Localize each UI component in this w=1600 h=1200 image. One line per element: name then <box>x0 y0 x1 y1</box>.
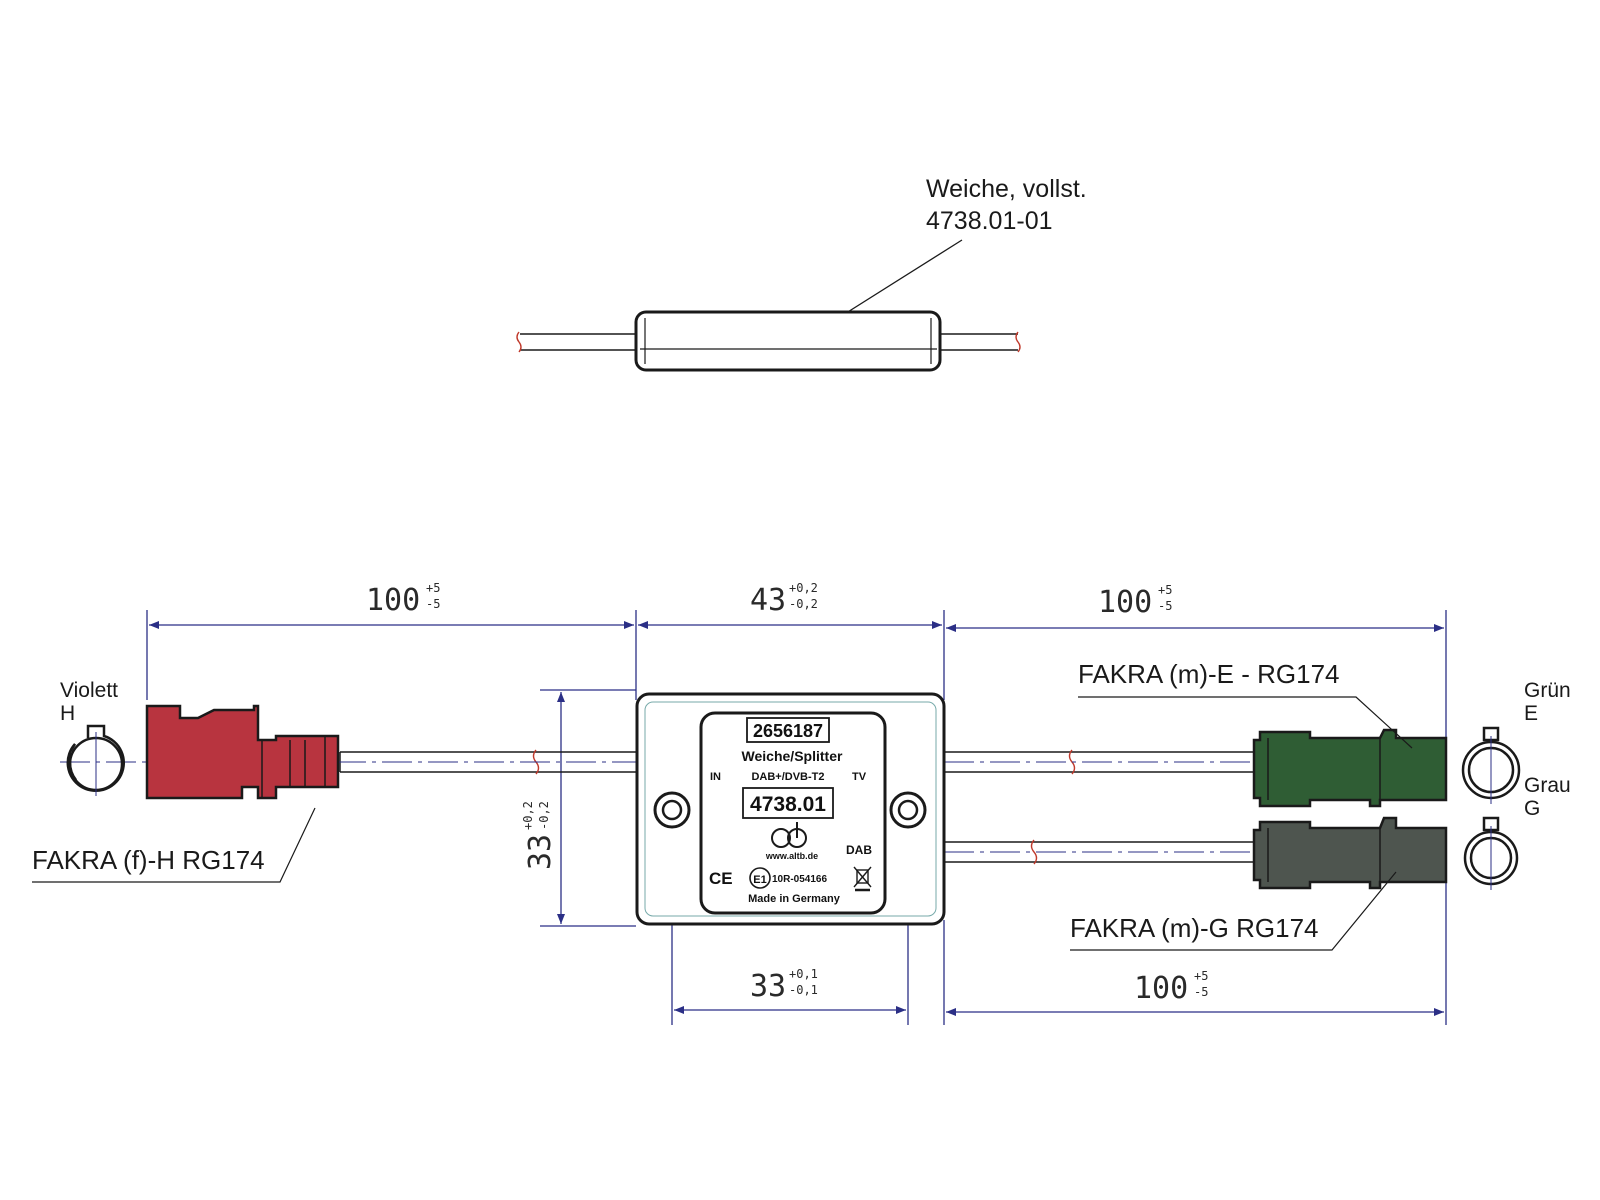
dim-text-box-height: 33 +0,2 -0,2 <box>521 801 558 870</box>
svg-text:100: 100 <box>366 583 420 618</box>
connector-right-top: Grün E FAKRA (m)-E - RG174 <box>1078 659 1571 808</box>
label-origin: Made in Germany <box>748 893 841 905</box>
label-website: www.altb.de <box>765 851 818 861</box>
label-bands: DAB+/DVB-T2 <box>751 771 824 783</box>
connector-left-code: H <box>60 702 75 725</box>
svg-text:100: 100 <box>1098 585 1152 620</box>
svg-text:33: 33 <box>523 834 558 870</box>
ce-mark: CE <box>709 869 733 888</box>
top-assembly: Weiche, vollst. 4738.01-01 <box>516 175 1087 372</box>
connector-right-bottom-label: FAKRA (m)-G RG174 <box>1070 913 1319 943</box>
dim-text-left-cable: 100 +5 -5 <box>366 581 440 618</box>
svg-text:+5: +5 <box>1158 583 1172 597</box>
dim-text-right-cable-bottom: 100 +5 -5 <box>1134 969 1208 1006</box>
connector-right-top-color: Grün <box>1524 679 1571 702</box>
svg-text:-5: -5 <box>1158 599 1172 613</box>
splitter-box: 2656187 Weiche/Splitter IN DAB+/DVB-T2 T… <box>635 692 946 926</box>
connector-right-top-shape <box>1252 728 1448 808</box>
connector-left-body <box>145 704 340 800</box>
svg-text:-5: -5 <box>426 597 440 611</box>
svg-text:100: 100 <box>1134 971 1188 1006</box>
connector-right-bottom: Grau G FAKRA (m)-G RG174 <box>1070 774 1571 951</box>
dim-text-hole-spacing: 33 +0,1 -0,1 <box>750 967 818 1004</box>
svg-text:+0,2: +0,2 <box>521 801 535 830</box>
svg-text:-0,2: -0,2 <box>537 801 551 830</box>
connector-left-leader <box>32 807 316 883</box>
label-port-dab: DAB <box>846 843 872 857</box>
top-part-number: 4738.01-01 <box>926 207 1053 235</box>
connector-right-top-code: E <box>1524 702 1538 725</box>
connector-right-top-leader <box>1078 696 1413 749</box>
top-splitter-body <box>634 310 942 372</box>
connector-left-color: Violett <box>60 679 118 702</box>
connector-left-shape <box>145 704 340 800</box>
svg-text:33: 33 <box>750 969 786 1004</box>
cables <box>339 751 1254 863</box>
svg-text:43: 43 <box>750 583 786 618</box>
svg-text:+5: +5 <box>426 581 440 595</box>
svg-text:-5: -5 <box>1194 985 1208 999</box>
connector-right-bottom-code: G <box>1524 797 1540 820</box>
connector-right-top-label: FAKRA (m)-E - RG174 <box>1078 659 1340 689</box>
label-part-no: 2656187 <box>753 721 823 741</box>
label-article: 4738.01 <box>750 793 826 816</box>
label-port-tv: TV <box>852 771 867 783</box>
connector-right-bottom-leader <box>1070 871 1397 951</box>
e-mark-icon <box>749 867 771 889</box>
top-break-left <box>516 331 522 353</box>
label-plate <box>699 711 887 915</box>
top-break-right <box>1015 331 1021 353</box>
weee-bin-icon <box>853 866 872 892</box>
dim-text-right-cable-top: 100 +5 -5 <box>1098 583 1172 620</box>
svg-text:-0,1: -0,1 <box>789 983 818 997</box>
svg-text:+5: +5 <box>1194 969 1208 983</box>
connector-right-bottom-shape <box>1252 816 1448 890</box>
altb-logo-icon <box>771 822 807 848</box>
svg-text:-0,2: -0,2 <box>789 597 818 611</box>
label-title: Weiche/Splitter <box>742 748 843 764</box>
top-part-name: Weiche, vollst. <box>926 175 1087 203</box>
cable-break-right-bottom <box>1030 839 1038 865</box>
dim-text-box-width: 43 +0,2 -0,2 <box>750 581 818 618</box>
label-port-in: IN <box>710 771 721 783</box>
label-approval: 10R-054166 <box>772 874 827 885</box>
connector-right-bottom-color: Grau <box>1524 774 1571 797</box>
connector-left: Violett H FAKRA (f)-H RG174 <box>32 679 340 883</box>
svg-text:+0,2: +0,2 <box>789 581 818 595</box>
connector-left-label: FAKRA (f)-H RG174 <box>32 845 265 875</box>
svg-text:+0,1: +0,1 <box>789 967 818 981</box>
e-mark: E1 <box>753 874 766 886</box>
